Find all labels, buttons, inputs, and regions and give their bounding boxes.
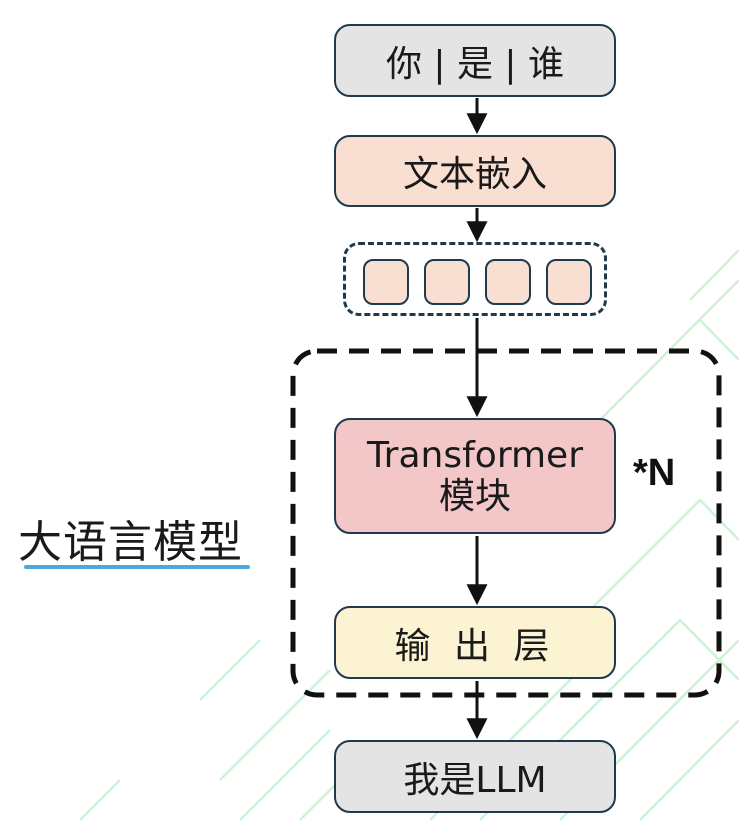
- result-node-label: 我是LLM: [403, 759, 547, 801]
- token-cell: [424, 259, 470, 305]
- token-cell: [546, 259, 592, 305]
- transformer-label-line2: 模块: [438, 476, 511, 517]
- repeat-count-label: *N: [633, 452, 676, 494]
- result-node: 我是LLM: [334, 740, 616, 813]
- embedding-node-label: 文本嵌入: [402, 154, 547, 195]
- token-cell: [363, 259, 409, 305]
- output-layer-node: 输 出 层: [334, 606, 616, 679]
- transformer-block-node: Transformer 模块: [334, 418, 616, 534]
- token-cell: [485, 259, 531, 305]
- model-label: 大语言模型: [18, 517, 243, 568]
- transformer-label-line1: Transformer: [366, 434, 584, 476]
- token-vector-group: [343, 242, 607, 316]
- input-node-label: 你 | 是 | 谁: [385, 43, 565, 85]
- llm-dashed-container: [290, 348, 722, 698]
- embedding-node: 文本嵌入: [334, 135, 616, 207]
- input-node: 你 | 是 | 谁: [334, 24, 616, 97]
- model-label-underline: [24, 565, 250, 569]
- output-layer-label: 输 出 层: [394, 625, 556, 667]
